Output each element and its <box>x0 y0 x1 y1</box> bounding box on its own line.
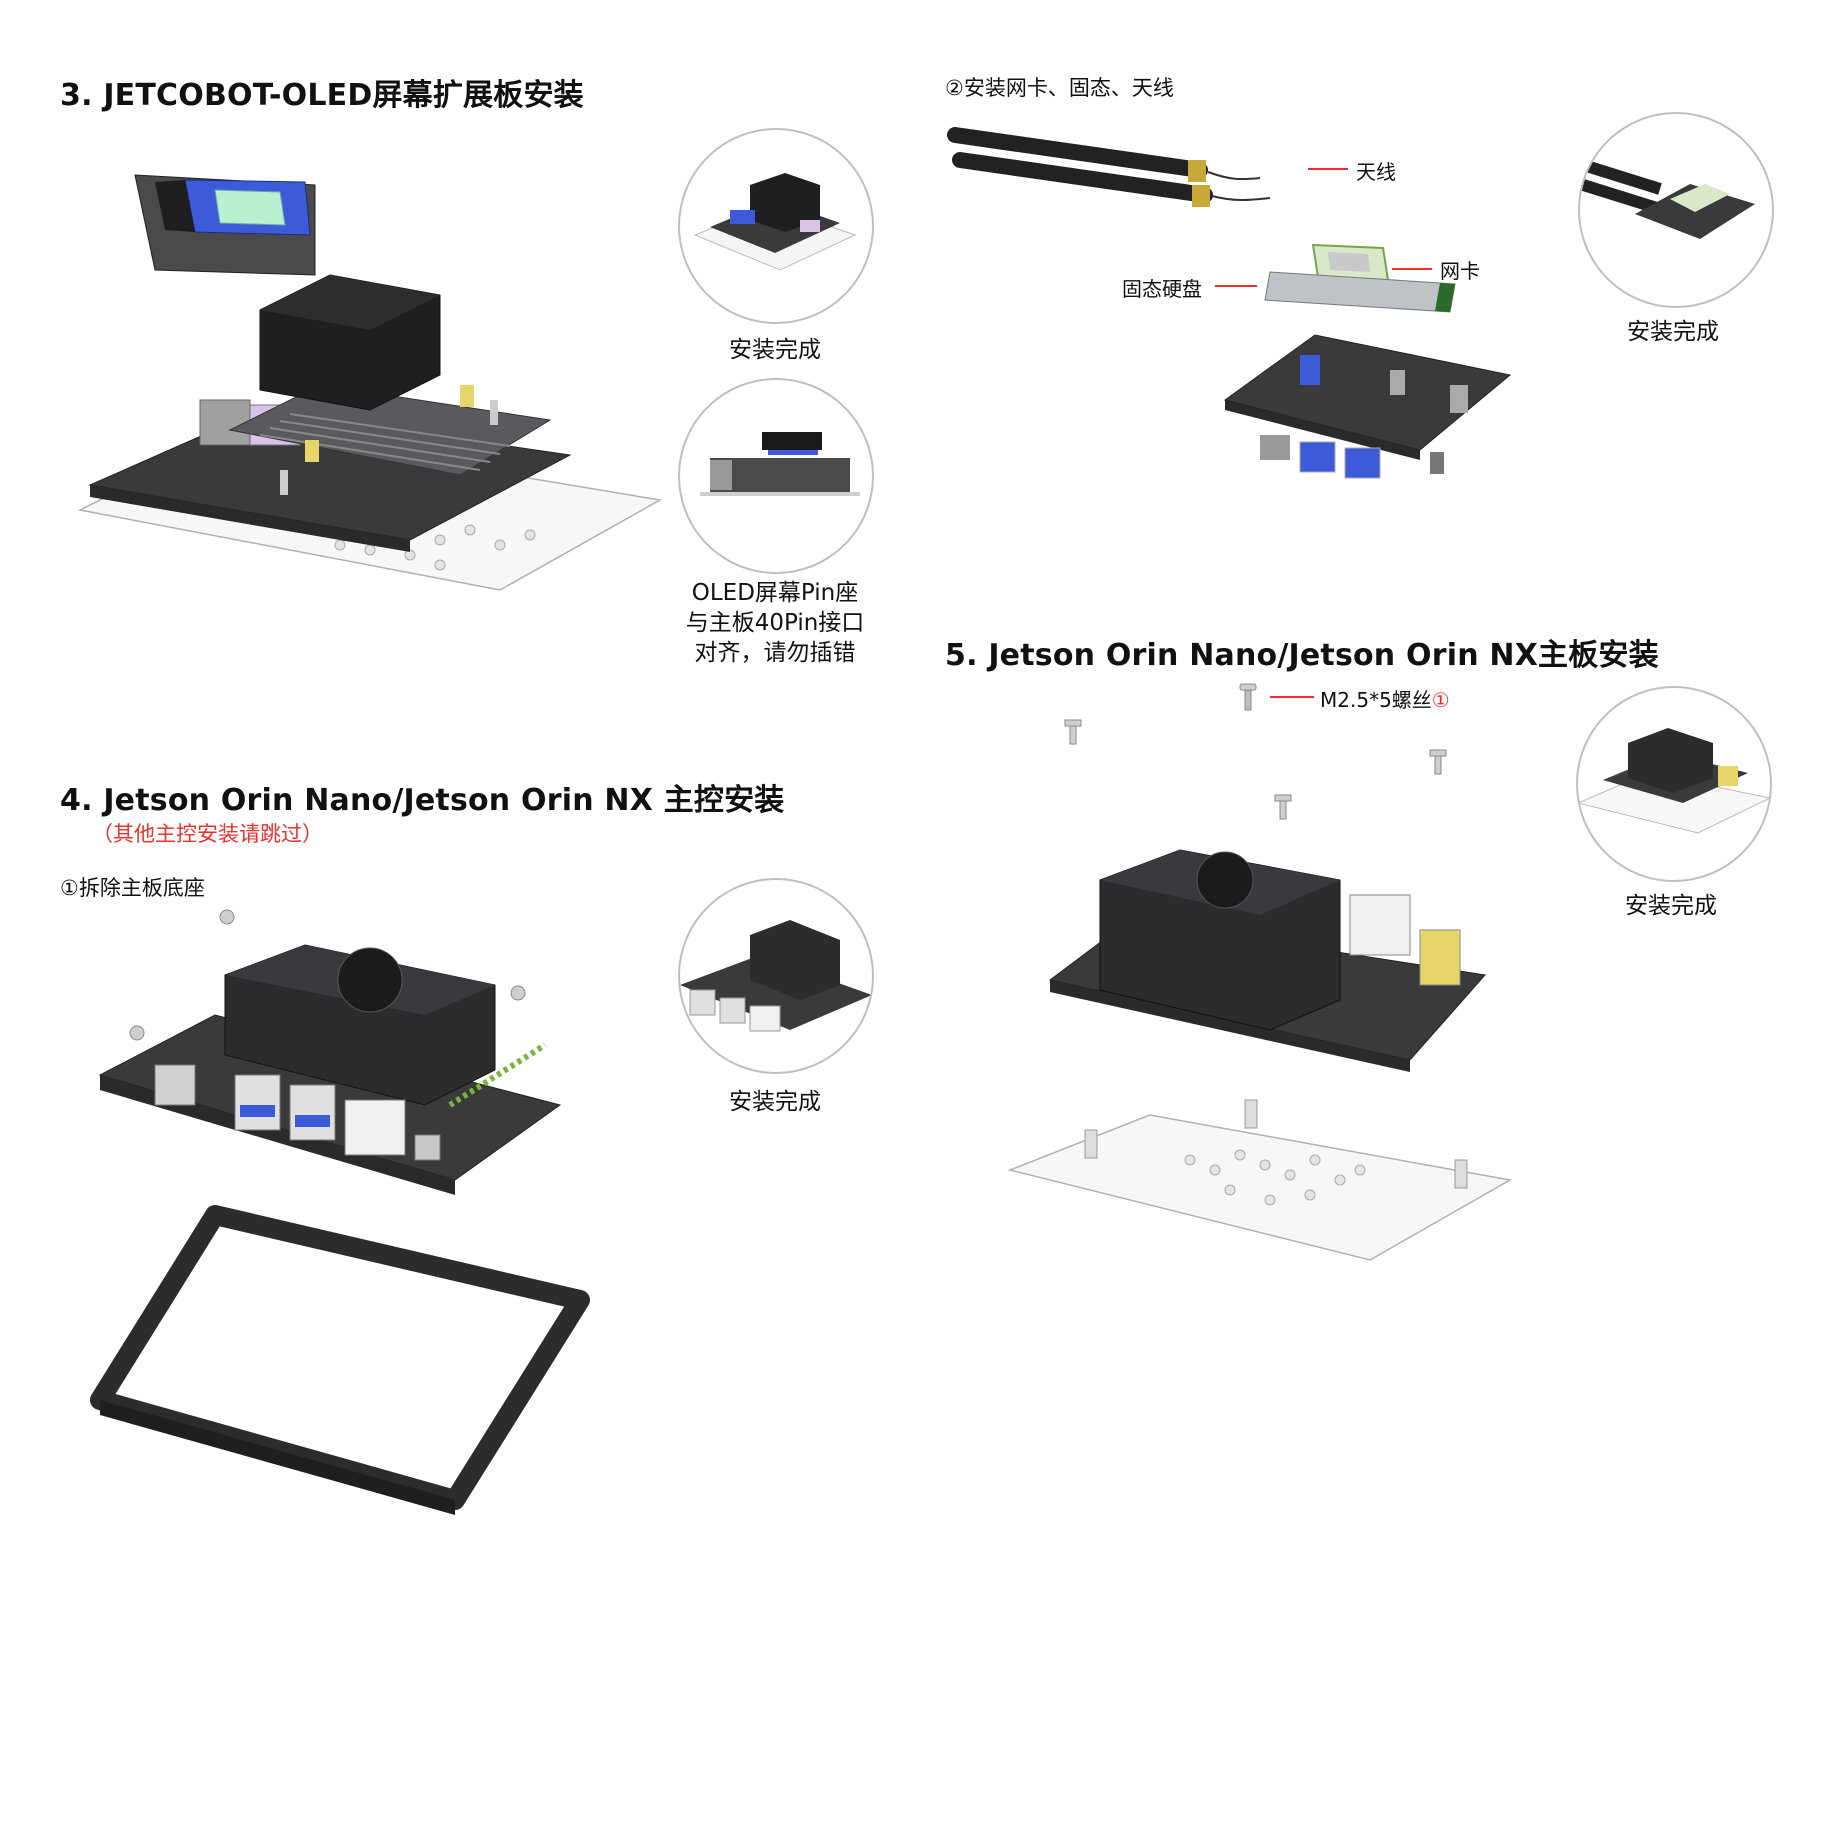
jetson-board-mount-illustration <box>1007 719 1513 1261</box>
oled-complete-thumbnail <box>693 173 857 271</box>
section3-title: 3. JETCOBOT-OLED屏幕扩展板安装 <box>60 78 584 113</box>
screw-leader <box>1270 696 1314 698</box>
section3-pin-note-line2: 与主板40Pin接口 <box>685 610 865 636</box>
screw-spec: M2.5*5螺丝 <box>1320 688 1432 712</box>
section4-complete-label: 安装完成 <box>729 1089 821 1115</box>
antenna-illustration <box>947 127 1271 207</box>
section5-complete-thumbnail <box>1578 728 1770 834</box>
ssd-label: 固态硬盘 <box>1122 277 1202 301</box>
section4-title: 4. Jetson Orin Nano/Jetson Orin NX 主控安装 <box>60 783 785 818</box>
oled-side-view-thumbnail <box>700 432 860 496</box>
section4-step1: ①拆除主板底座 <box>60 876 205 900</box>
oled-board-assembly-illustration <box>77 174 663 591</box>
screw-label: M2.5*5螺丝① <box>1320 684 1450 713</box>
section4-subtitle: （其他主控安装请跳过） <box>92 822 323 846</box>
wifi-card-label: 网卡 <box>1440 259 1480 283</box>
antenna-leader <box>1308 168 1348 170</box>
step2-title: ②安装网卡、固态、天线 <box>945 76 1174 100</box>
section4-complete-thumbnail <box>680 920 872 1032</box>
carrier-board-underside-illustration <box>1223 334 1512 479</box>
section4-complete-circle <box>678 878 874 1074</box>
ssd-leader <box>1215 285 1257 287</box>
section5-title: 5. Jetson Orin Nano/Jetson Orin NX主板安装 <box>945 638 1659 673</box>
step2-complete-circle <box>1578 112 1774 308</box>
antenna-label: 天线 <box>1356 160 1396 184</box>
step2-complete-thumbnail <box>1580 158 1755 239</box>
screw-m25-icon <box>1239 683 1257 711</box>
section3-pin-note: OLED屏幕Pin座 与主板40Pin接口 对齐，请勿插错 <box>660 578 890 668</box>
section3-pin-note-line3: 对齐，请勿插错 <box>694 640 856 666</box>
ssd-illustration <box>1264 271 1456 313</box>
jetson-module-removal-illustration <box>90 909 590 1515</box>
screw-mark: ① <box>1431 688 1450 712</box>
section3-side-view-circle <box>678 378 874 574</box>
section5-complete-label: 安装完成 <box>1625 893 1717 919</box>
section5-complete-circle <box>1576 686 1772 882</box>
section3-pin-note-line1: OLED屏幕Pin座 <box>691 580 859 606</box>
step2-complete-label: 安装完成 <box>1627 319 1719 345</box>
section3-complete-circle <box>678 128 874 324</box>
wifi-card-leader <box>1392 268 1432 270</box>
section3-complete-label: 安装完成 <box>729 337 821 363</box>
